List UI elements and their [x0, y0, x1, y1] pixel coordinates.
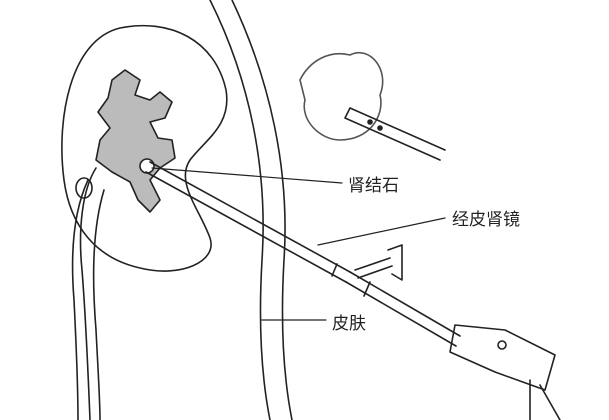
- renal-pelvis: [95, 69, 176, 213]
- cable: [529, 379, 561, 420]
- label-nephroscope: 经皮肾镜: [452, 210, 520, 230]
- scope-collar-2: [363, 281, 371, 297]
- handle-button: [497, 340, 507, 350]
- inset-particle: [367, 119, 373, 125]
- inset-instrument: [344, 107, 446, 161]
- skin-outer-line: [209, 0, 271, 420]
- leader-nephroscope: [317, 217, 446, 246]
- inset-particle: [377, 125, 383, 131]
- scope-shaft: [345, 271, 461, 347]
- kidney-stone: [139, 158, 155, 174]
- renal-vessel-knot: [75, 177, 93, 199]
- label-kidney-stone: 肾结石: [348, 176, 399, 196]
- scope-handle: [449, 324, 556, 391]
- vessel-2: [92, 189, 105, 420]
- vessel-1: [71, 179, 89, 420]
- ureter: [79, 167, 97, 420]
- skin-inner-line: [231, 0, 293, 420]
- side-port: [354, 244, 403, 281]
- inset-tissue: [299, 52, 384, 141]
- kidney: [61, 24, 228, 272]
- leader-kidney-stone: [151, 167, 343, 184]
- label-skin: 皮肤: [332, 314, 366, 334]
- scope-sheath: [145, 161, 351, 283]
- scope-collar: [331, 263, 338, 277]
